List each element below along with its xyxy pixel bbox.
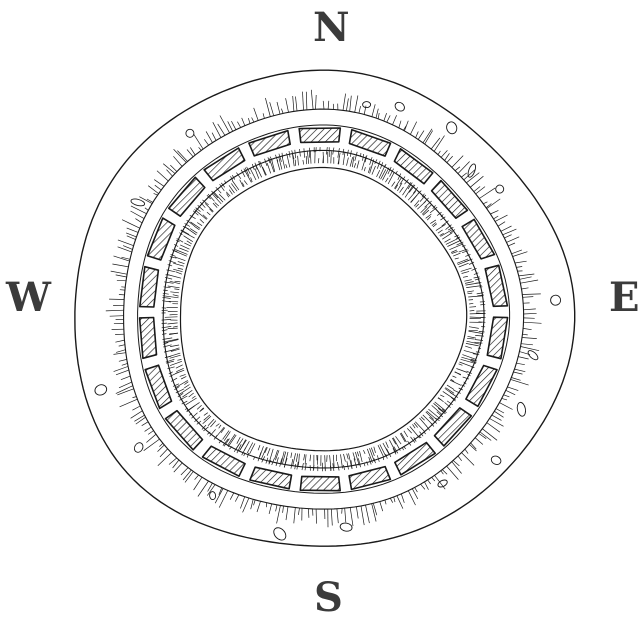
pebble [133,441,145,454]
pebble [445,121,458,135]
pebble [271,525,288,542]
standing-stone [145,365,171,408]
standing-stone [249,131,290,156]
compass-west-label: W [6,278,51,318]
inner-grass-hatching [163,150,485,470]
pebble [527,349,540,361]
standing-stone [485,265,507,306]
standing-stone [349,130,390,156]
standing-stone [300,476,340,490]
pebble [550,295,561,306]
stone-ring [140,128,508,491]
pebble [393,100,406,112]
standing-stone [140,267,159,307]
pebble [339,522,352,532]
pebble [93,383,108,397]
compass-east-label: E [609,278,638,318]
outer-bank-line [124,109,524,509]
standing-stone [140,318,157,359]
compass-south-label: S [314,578,343,618]
pebble [516,402,527,417]
standing-stone [349,467,390,490]
pebble [209,491,216,500]
grass-hatching [106,90,542,527]
pebble [490,455,502,467]
pebble [184,128,195,139]
standing-stone [148,218,175,260]
standing-stone [250,467,292,489]
pebble [130,198,145,207]
compass-north-label: N [313,8,350,48]
standing-stone [394,149,432,184]
pebble [494,184,505,195]
pebble [363,102,371,108]
standing-stone [299,128,340,142]
outer-grass-hatching [106,90,542,527]
